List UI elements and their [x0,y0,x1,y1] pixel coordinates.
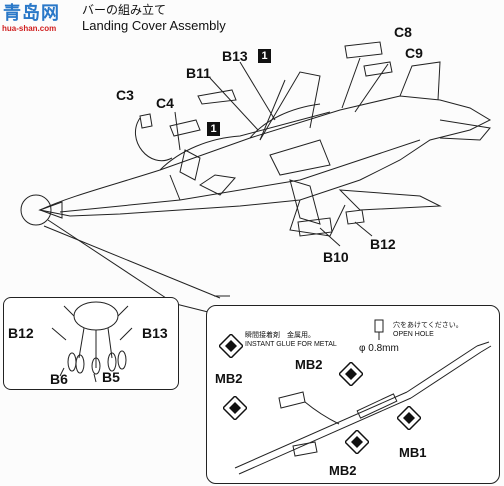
watermark-url: hua-shan.com [2,24,57,33]
label-mb1: MB1 [399,445,427,460]
step-marker-box: 1 [207,122,220,136]
gear-detail-inset: B12 B13 B6 B5 [3,297,179,390]
inset-label-b13: B13 [142,325,168,341]
inset-label-b5: B5 [102,369,120,385]
label-mb2-lower: MB2 [329,463,357,478]
gear-detail-drawing [51,301,133,383]
inset-label-b6: B6 [50,371,68,387]
probe-detail-drawing [234,319,492,475]
step-marker-box: 1 [258,49,271,63]
glue-note-jp: 瞬間接着剤 金属用。 [245,332,315,339]
glue-warning-icon [219,334,243,358]
label-b11: B11 [186,65,211,81]
label-c3: C3 [116,87,134,103]
label-c4: C4 [156,95,174,111]
label-mb2-upper: MB2 [295,357,323,372]
watermark-logo: 青岛网 [3,3,60,23]
hole-size-label: φ 0.8mm [359,343,399,354]
assembly-title-jp: バーの組み立て [82,3,167,17]
glue-warning-icon [339,362,363,386]
label-c8: C8 [394,24,412,40]
label-c9: C9 [405,45,423,61]
glue-warning-icon [345,430,369,454]
label-b13: B13 [222,48,248,64]
label-b10: B10 [323,249,349,265]
label-b12: B12 [370,236,396,252]
glue-warning-icon [397,406,421,430]
glue-warning-icon [223,396,247,420]
hole-note-jp: 穴をあけてください。 [393,322,463,329]
glue-note-en: INSTANT GLUE FOR METAL [245,341,337,348]
hole-note-en: OPEN HOLE [393,331,434,338]
label-mb2-left: MB2 [215,371,243,386]
inset-label-b12: B12 [8,325,34,341]
page-header: 青岛网 hua-shan.com バーの組み立て Landing Cover A… [0,0,504,36]
probe-detail-inset: 瞬間接着剤 金属用。 INSTANT GLUE FOR METAL 穴をあけてく… [206,305,500,484]
assembly-title-en: Landing Cover Assembly [82,18,226,33]
